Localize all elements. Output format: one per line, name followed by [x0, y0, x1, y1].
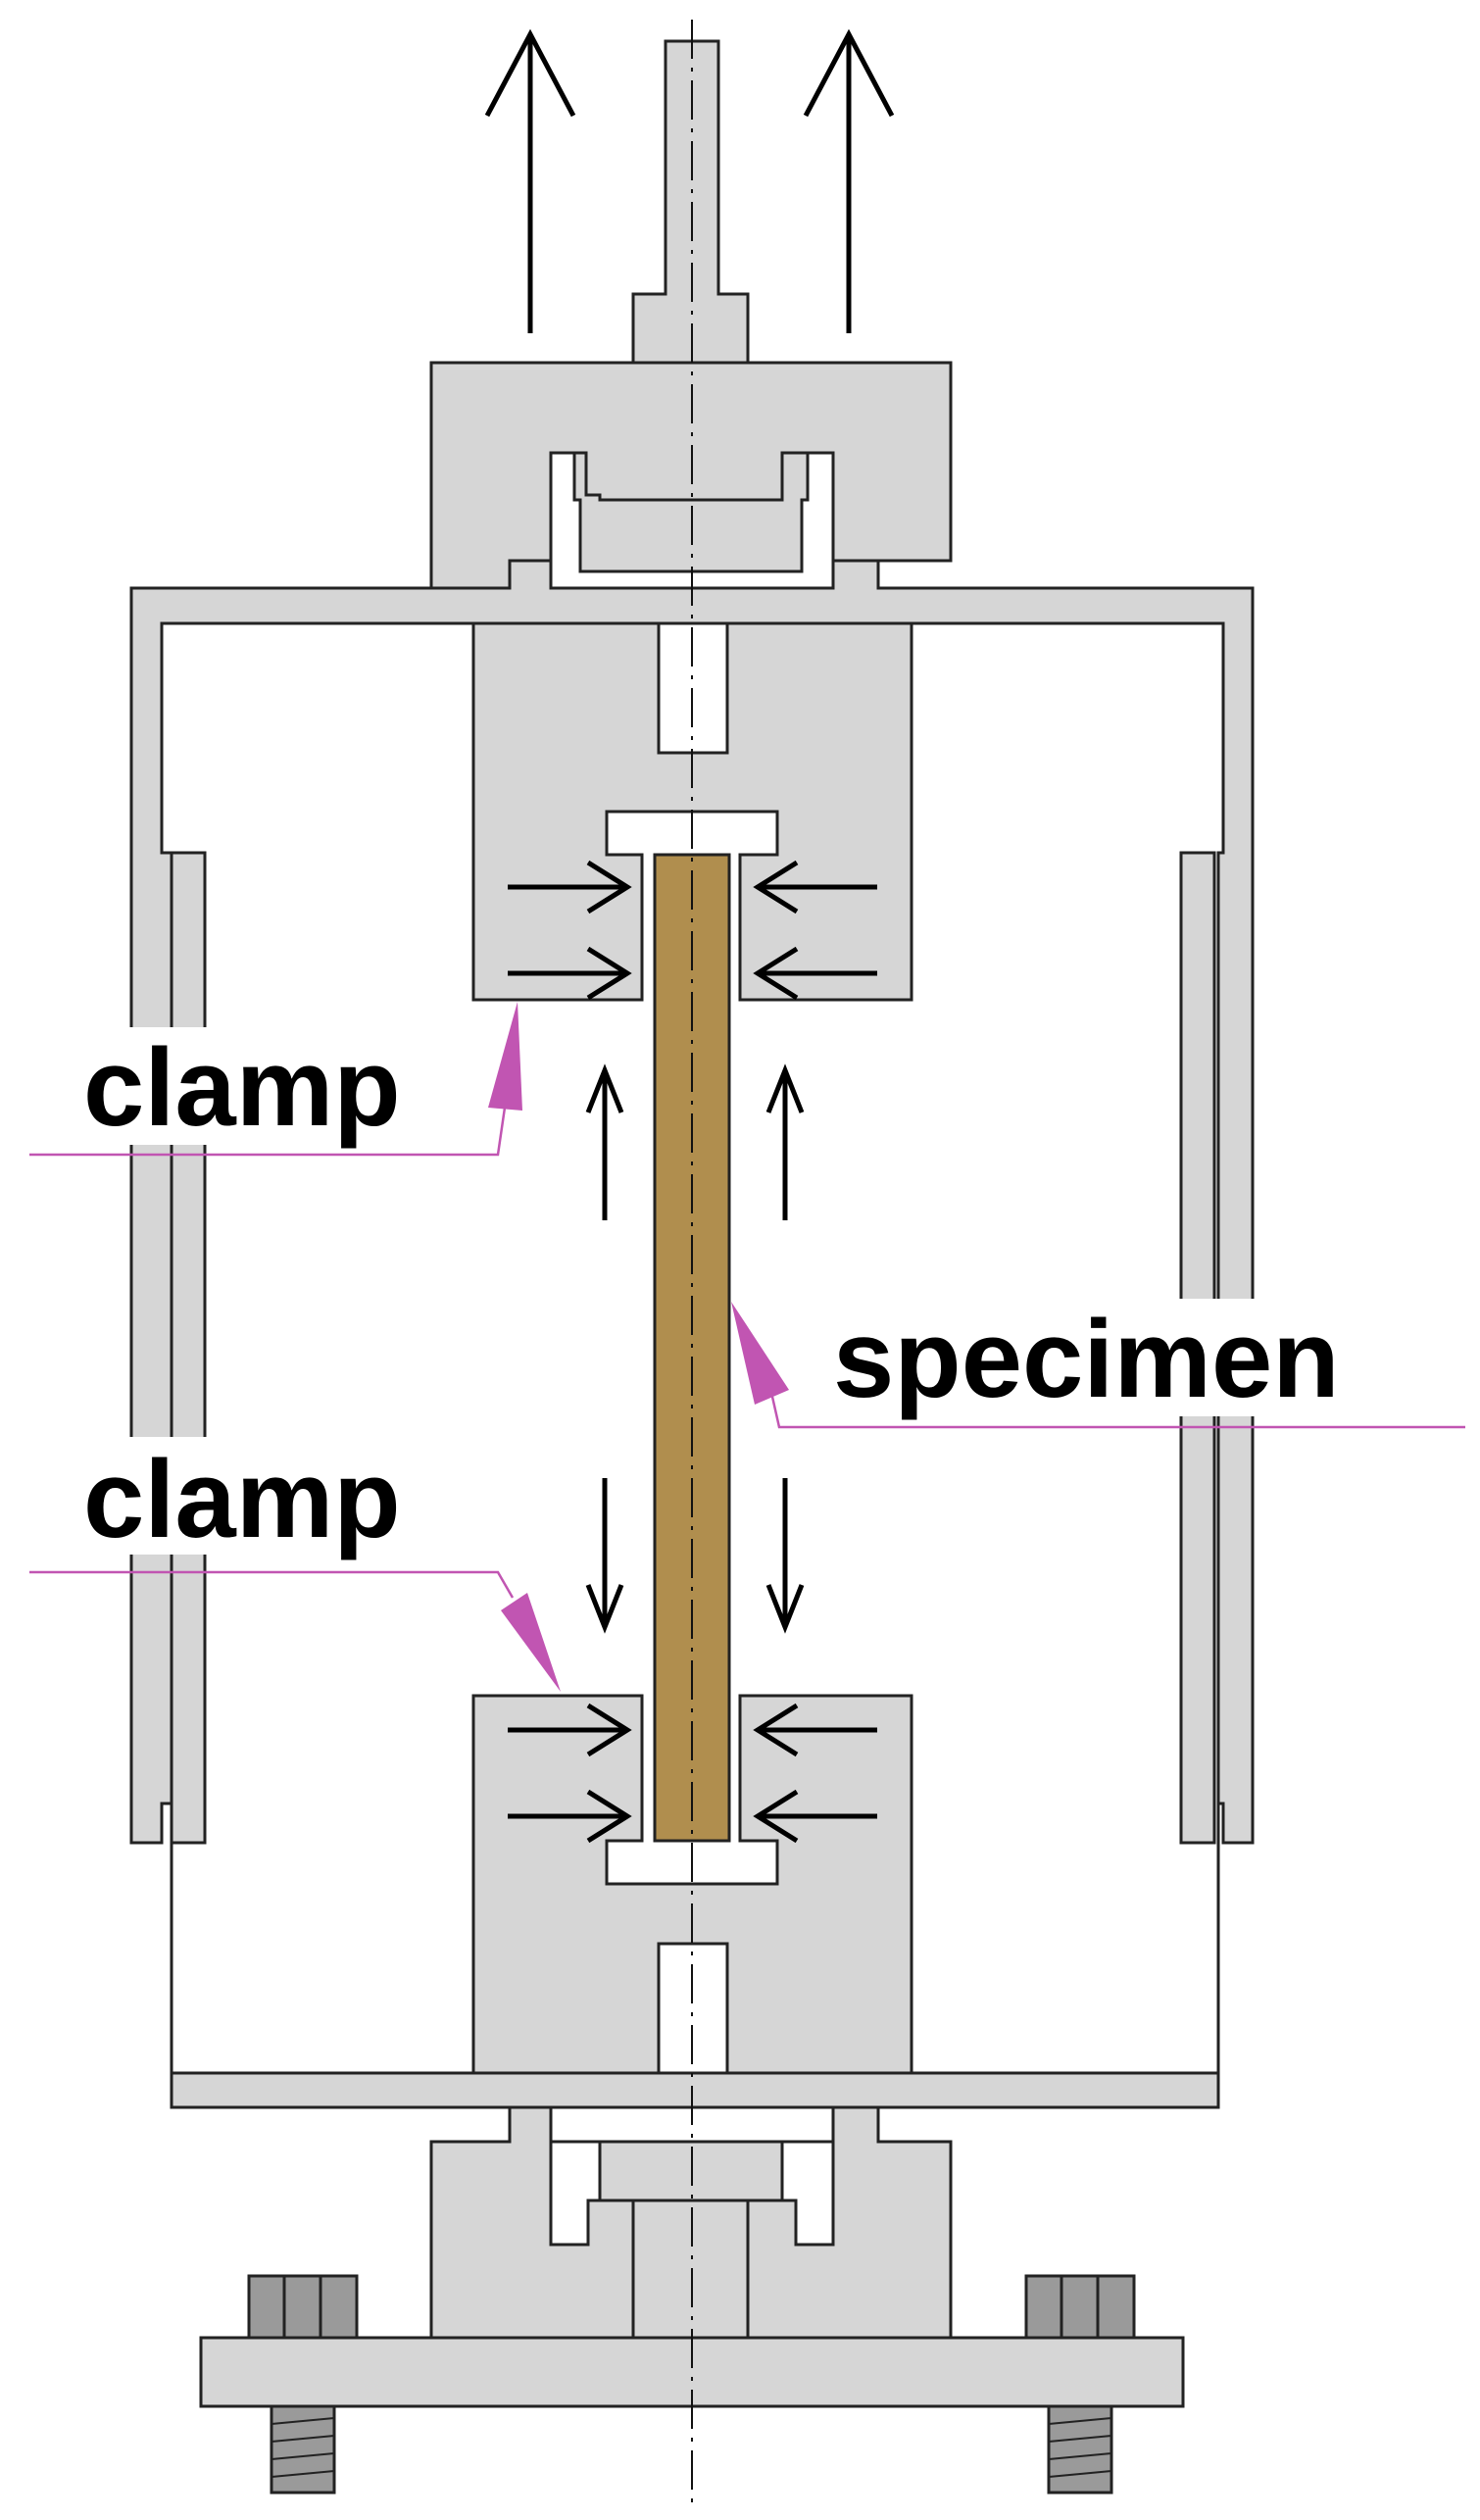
bolt-right-icon — [1024, 2274, 1136, 2495]
arrow-right-icon — [508, 1703, 632, 1757]
pull-arrow-left-icon — [484, 28, 576, 333]
upper-clamp-leader — [29, 1002, 522, 1157]
lower-clamp-leader — [29, 1570, 561, 1692]
clamp-force-arrows-upper — [508, 860, 877, 1001]
tension-arrows-down — [585, 1478, 805, 1634]
pull-arrow-right-icon — [803, 28, 895, 333]
arrow-left-icon — [753, 946, 877, 1001]
lower-clamp-block — [471, 1694, 913, 2075]
arrow-up-icon — [765, 1063, 805, 1220]
specimen-leader — [731, 1302, 1465, 1429]
specimen-label: specimen — [833, 1298, 1340, 1420]
clamp-force-arrows-lower — [508, 1703, 877, 1844]
arrow-down-icon — [765, 1478, 805, 1634]
upper-clamp-label-bg — [78, 1027, 441, 1145]
tension-arrows-up — [585, 1063, 805, 1220]
lower-clamp-label: clamp — [83, 1438, 401, 1560]
upper-clamp-label: clamp — [83, 1026, 401, 1149]
arrow-left-icon — [753, 1789, 877, 1844]
arrow-left-icon — [753, 860, 877, 914]
arrow-up-icon — [585, 1063, 624, 1220]
frame-guide-left — [170, 851, 207, 1845]
specimen-label-bg — [828, 1299, 1416, 1416]
arrow-right-icon — [508, 1789, 632, 1844]
arrow-down-icon — [585, 1478, 624, 1634]
arrow-left-icon — [753, 1703, 877, 1757]
lower-clamp-label-bg — [78, 1437, 441, 1555]
bolt-left-icon — [247, 2274, 359, 2495]
arrow-right-icon — [508, 946, 632, 1001]
arrow-right-icon — [508, 860, 632, 914]
load-frame — [129, 559, 1255, 2144]
